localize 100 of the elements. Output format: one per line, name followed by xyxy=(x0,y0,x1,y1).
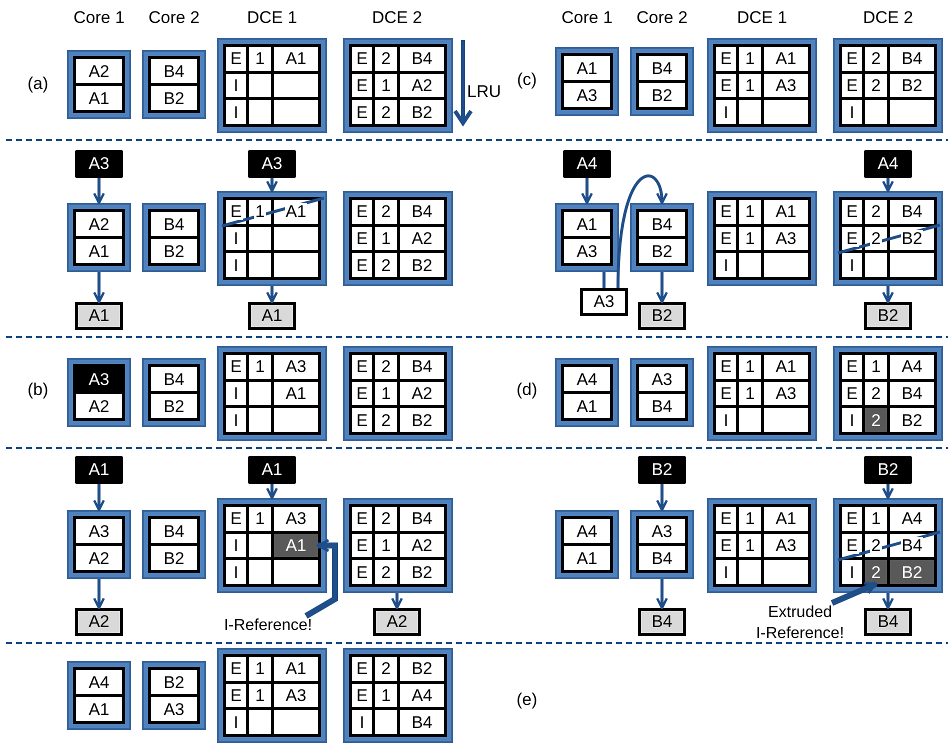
table-cell: A1 xyxy=(274,200,318,224)
table-cell: A1 xyxy=(274,382,318,406)
table-cell: A1 xyxy=(764,200,808,224)
cache-frame xyxy=(142,661,206,730)
table-cell xyxy=(739,100,761,124)
table-cell: E xyxy=(352,560,372,584)
table-cell: B2 xyxy=(400,560,444,584)
table-cell xyxy=(249,408,271,432)
directory-table xyxy=(217,191,327,286)
table-cell xyxy=(274,253,318,277)
directory-table xyxy=(707,38,817,133)
table-cell: B4 xyxy=(890,534,934,558)
table-cell: E xyxy=(716,200,736,224)
request-box: A4 xyxy=(563,150,611,178)
panel-label: (a) xyxy=(28,74,48,94)
cache-entry: B4 xyxy=(151,59,197,83)
table-cell: I xyxy=(842,253,862,277)
arrow xyxy=(266,178,278,192)
cache-entry: B4 xyxy=(639,56,685,80)
table-cell: 1 xyxy=(375,684,397,708)
cache-frame xyxy=(142,358,206,427)
table-cell xyxy=(890,100,934,124)
table-cell: 2 xyxy=(865,382,887,406)
arrow xyxy=(882,484,894,500)
cache-frame xyxy=(67,510,131,579)
arrow xyxy=(93,484,105,512)
table-cell: B4 xyxy=(890,200,934,224)
cache-entry: A1 xyxy=(76,697,122,721)
table-cell: 1 xyxy=(249,684,271,708)
table-cell: A1 xyxy=(764,47,808,71)
request-box: A3 xyxy=(248,150,296,178)
arrow xyxy=(656,579,668,610)
cache-entry: B4 xyxy=(639,394,685,418)
cache-entry: B4 xyxy=(151,519,197,543)
cache-entry: A2 xyxy=(76,59,122,83)
request-box: A1 xyxy=(75,456,123,484)
column-header: Core 1 xyxy=(74,8,125,28)
table-cell: 1 xyxy=(249,355,271,379)
cache-entry: B2 xyxy=(151,86,197,110)
directory-table xyxy=(343,498,453,593)
directory-table xyxy=(707,346,817,441)
table-cell: E xyxy=(716,355,736,379)
arrow xyxy=(93,272,105,304)
table-cell: A1 xyxy=(274,657,318,681)
table-cell: I xyxy=(226,710,246,734)
table-cell: 1 xyxy=(375,382,397,406)
table-cell: B4 xyxy=(890,382,934,406)
arrow xyxy=(304,538,338,619)
column-header: DCE 2 xyxy=(863,8,914,28)
table-cell: E xyxy=(226,200,246,224)
column-header: DCE 1 xyxy=(737,8,788,28)
directory-table xyxy=(833,38,943,133)
table-cell: I xyxy=(226,226,246,250)
table-cell xyxy=(249,382,271,406)
table-cell: A4 xyxy=(890,507,934,531)
evicted-block-box: B2 xyxy=(638,302,686,330)
directory-table xyxy=(707,498,817,593)
directory-table xyxy=(343,38,453,133)
table-cell: A3 xyxy=(764,534,808,558)
cache-entry: B4 xyxy=(151,367,197,391)
table-cell: A3 xyxy=(274,507,318,531)
table-cell: 1 xyxy=(249,200,271,224)
evicted-block-box: A1 xyxy=(248,302,296,330)
cache-frame xyxy=(555,47,619,116)
table-cell xyxy=(249,710,271,734)
table-cell: E xyxy=(842,200,862,224)
column-header: DCE 2 xyxy=(372,8,422,28)
column-header: Core 2 xyxy=(636,8,688,28)
table-cell xyxy=(249,253,271,277)
table-cell: I xyxy=(716,560,736,584)
table-cell: I xyxy=(352,710,372,734)
table-cell: 1 xyxy=(375,226,397,250)
cache-entry: A4 xyxy=(76,670,122,694)
cache-entry: A3 xyxy=(639,519,685,543)
cache-entry: A3 xyxy=(639,367,685,391)
cache-entry: A2 xyxy=(76,212,122,236)
table-cell: 1 xyxy=(739,226,761,250)
arrow xyxy=(882,286,894,304)
table-cell: 1 xyxy=(739,355,761,379)
cache-entry: A2 xyxy=(76,394,122,418)
table-cell: E xyxy=(842,355,862,379)
arrow xyxy=(581,178,593,204)
table-cell: 1 xyxy=(249,657,271,681)
panel-label: (e) xyxy=(516,690,538,710)
cache-frame xyxy=(555,358,619,427)
table-cell: B4 xyxy=(890,47,934,71)
table-cell: 1 xyxy=(739,534,761,558)
request-box: A4 xyxy=(864,150,912,178)
table-cell: 2 xyxy=(375,355,397,379)
table-cell: I xyxy=(226,253,246,277)
table-cell: 1 xyxy=(739,47,761,71)
cache-frame xyxy=(67,50,131,119)
table-cell: E xyxy=(842,382,862,406)
directory-table xyxy=(217,38,327,133)
table-cell: A3 xyxy=(764,226,808,250)
cache-frame xyxy=(630,358,694,427)
table-cell: 2 xyxy=(865,226,887,250)
table-cell: E xyxy=(352,657,372,681)
table-cell xyxy=(274,100,318,124)
table-cell: I xyxy=(716,253,736,277)
